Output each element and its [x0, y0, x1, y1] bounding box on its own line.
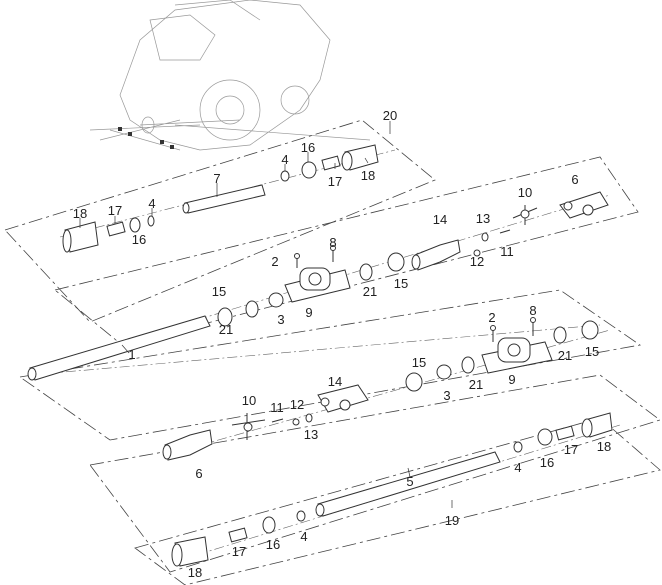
callout-17: 17: [108, 203, 122, 218]
upper-bearing-assembly-boundary: [54, 156, 639, 346]
callout-6: 6: [195, 466, 202, 481]
lower-joint-assembly-boundary: [89, 374, 661, 573]
callout-9: 9: [508, 372, 515, 387]
callout-21: 21: [558, 348, 572, 363]
callout-17: 17: [564, 442, 578, 457]
callout-labels: 20 4 16 17 18 7 18 17 4 16 6 10 14 13 12…: [73, 108, 611, 580]
callout-15: 15: [412, 355, 426, 370]
callout-1: 1: [128, 347, 135, 362]
callout-17: 17: [232, 544, 246, 559]
shaft-7: [182, 184, 266, 214]
callout-20: 20: [383, 108, 397, 123]
callout-13: 13: [304, 427, 318, 442]
callout-11: 11: [270, 400, 284, 415]
callout-16: 16: [540, 455, 554, 470]
callout-4: 4: [148, 196, 155, 211]
callout-8: 8: [329, 235, 336, 250]
callout-12: 12: [290, 397, 304, 412]
callout-14: 14: [433, 212, 447, 227]
shaft-5: [315, 451, 501, 517]
callout-19: 19: [445, 513, 459, 528]
callout-2: 2: [488, 310, 495, 325]
callout-16: 16: [301, 140, 315, 155]
shaft-1-boundary: [18, 289, 642, 441]
callout-13: 13: [476, 211, 490, 226]
assembly-19-boundary: [134, 417, 661, 585]
callout-12: 12: [470, 254, 484, 269]
callout-15: 15: [394, 276, 408, 291]
callout-6: 6: [571, 172, 578, 187]
callout-2: 2: [271, 254, 278, 269]
callout-18: 18: [361, 168, 375, 183]
callout-15: 15: [212, 284, 226, 299]
assembly-boundaries: [4, 119, 661, 585]
callout-5: 5: [406, 474, 413, 489]
callout-21: 21: [469, 377, 483, 392]
callout-15: 15: [585, 344, 599, 359]
rings-and-washers: [129, 161, 599, 534]
callout-8: 8: [529, 303, 536, 318]
callout-leaders: [79, 121, 453, 508]
callout-14: 14: [328, 374, 342, 389]
callout-4: 4: [281, 152, 288, 167]
boots: [62, 144, 613, 567]
callout-16: 16: [266, 537, 280, 552]
callout-18: 18: [188, 565, 202, 580]
bearing-blocks: [284, 245, 553, 374]
callout-11: 11: [500, 244, 514, 259]
engine-illustration: [89, 0, 371, 151]
callout-4: 4: [300, 529, 307, 544]
callout-9: 9: [305, 305, 312, 320]
callout-17: 17: [328, 174, 342, 189]
callout-18: 18: [597, 439, 611, 454]
callout-3: 3: [277, 312, 284, 327]
callout-21: 21: [363, 284, 377, 299]
callout-21: 21: [219, 322, 233, 337]
shaft-1: [27, 315, 211, 381]
callout-10: 10: [242, 393, 256, 408]
callout-7: 7: [213, 171, 220, 186]
callout-16: 16: [132, 232, 146, 247]
yokes-and-joints: [162, 191, 609, 461]
springs: [106, 155, 575, 543]
assembly-20-boundary: [4, 119, 436, 323]
callout-3: 3: [443, 388, 450, 403]
callout-18: 18: [73, 206, 87, 221]
callout-4: 4: [514, 460, 521, 475]
callout-10: 10: [518, 185, 532, 200]
